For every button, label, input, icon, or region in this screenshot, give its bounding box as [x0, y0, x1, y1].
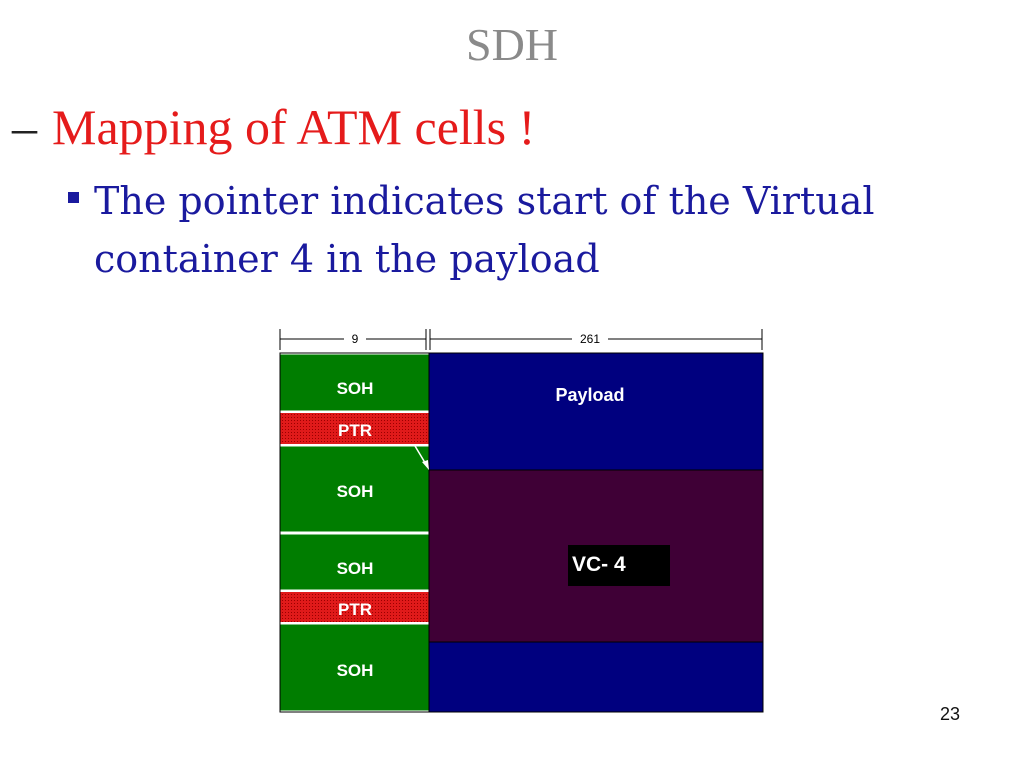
bullet-text: The pointer indicates start of the Virtu…: [94, 179, 875, 281]
payload-label: Payload: [555, 385, 624, 405]
dimension-261-label: 261: [580, 332, 600, 346]
dimension-9: 9: [279, 329, 427, 350]
slide-title: SDH: [465, 19, 559, 70]
ptr-label-1: PTR: [338, 421, 372, 440]
pointer-arrow: [414, 445, 429, 470]
dimension-261: 261: [429, 329, 763, 350]
ptr-label-2: PTR: [338, 600, 372, 619]
slide-number: 23: [939, 704, 960, 724]
heading-text: Mapping of ATM cells !: [52, 99, 536, 155]
soh-label-3: SOH: [337, 559, 374, 578]
vc4-label: VC- 4: [572, 553, 626, 576]
ptr-block-2: [280, 592, 429, 622]
square-bullet-icon: [68, 192, 79, 203]
dimension-9-label: 9: [352, 332, 359, 346]
soh-block-2: [279, 445, 430, 533]
soh-label-1: SOH: [337, 379, 374, 398]
vc4-label-bg: [568, 545, 670, 586]
ptr-block-1: [280, 413, 429, 444]
heading-line: –Mapping of ATM cells !: [12, 98, 535, 156]
soh-label-4: SOH: [337, 661, 374, 680]
heading-dash: –: [12, 99, 37, 155]
sdh-frame-diagram: 9 261 SOH PTR SOH SOH PTR SOH Payload VC…: [279, 329, 764, 713]
soh-label-2: SOH: [337, 482, 374, 501]
